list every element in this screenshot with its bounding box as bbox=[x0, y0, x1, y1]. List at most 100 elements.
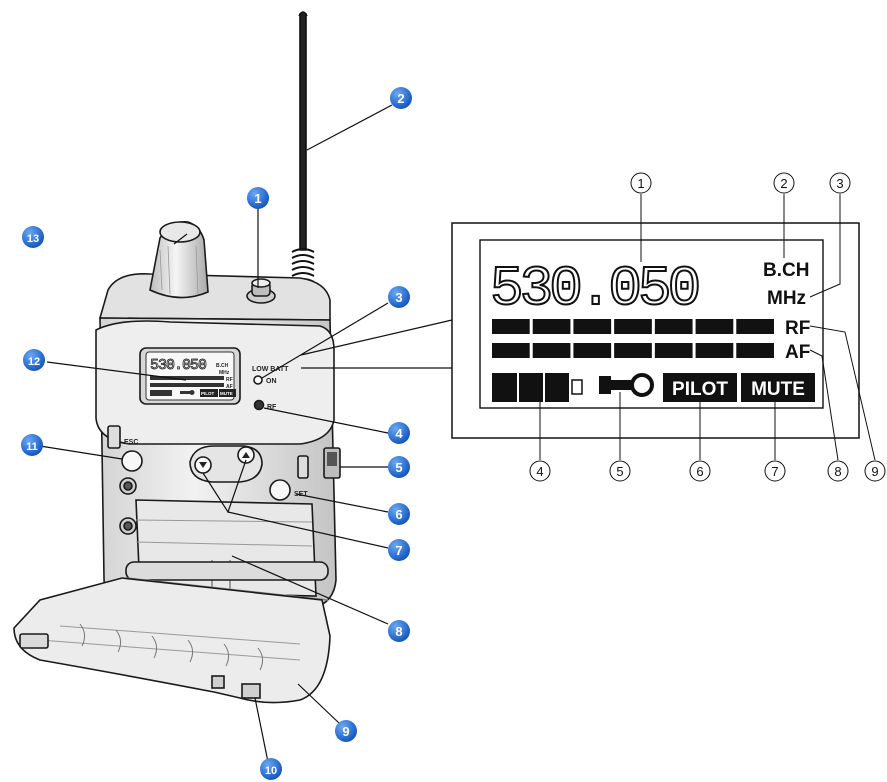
headphone-jacks bbox=[119, 477, 137, 535]
svg-text:8: 8 bbox=[834, 464, 841, 479]
svg-text:5: 5 bbox=[395, 460, 402, 475]
cover-latch[interactable] bbox=[241, 683, 261, 699]
device-display-bch: B.CH bbox=[216, 363, 229, 369]
hinge bbox=[125, 561, 329, 581]
rf-bar-segment bbox=[573, 319, 612, 334]
on-label: ON bbox=[266, 378, 277, 385]
set-button-recess bbox=[297, 455, 309, 479]
callout-10: 10 bbox=[260, 758, 282, 780]
af-bar-segment bbox=[614, 343, 652, 358]
device-display-mute: MUTE bbox=[220, 391, 233, 396]
antenna-coil bbox=[291, 248, 315, 289]
esc-button[interactable] bbox=[121, 450, 143, 472]
af-bar-segment bbox=[654, 343, 693, 358]
callout-5: 5 bbox=[388, 456, 410, 478]
svg-text:1: 1 bbox=[637, 176, 644, 191]
zoom-callout-2: 2 bbox=[773, 172, 795, 194]
svg-text:9: 9 bbox=[342, 724, 349, 739]
callout-4: 4 bbox=[388, 422, 410, 444]
svg-text:6: 6 bbox=[395, 507, 402, 522]
zoom-callout-7: 7 bbox=[764, 460, 786, 482]
svg-text:9: 9 bbox=[871, 464, 878, 479]
callout-8: 8 bbox=[388, 620, 410, 642]
svg-text:12: 12 bbox=[28, 356, 40, 368]
zoom-callout-8: 8 bbox=[827, 460, 849, 482]
svg-text:4: 4 bbox=[536, 464, 543, 479]
svg-text:6: 6 bbox=[696, 464, 703, 479]
svg-text:7: 7 bbox=[395, 543, 402, 558]
svg-text:13: 13 bbox=[27, 233, 39, 245]
zoom-mute: MUTE bbox=[751, 379, 805, 400]
low-batt-label: LOW BATT bbox=[252, 366, 289, 373]
device-display-af: AF bbox=[226, 384, 233, 390]
svg-text:10: 10 bbox=[265, 765, 277, 777]
zoom-frequency: 530.050 bbox=[490, 257, 699, 321]
zoom-mhz: MHz bbox=[767, 288, 806, 309]
zoom-callout-1: 1 bbox=[630, 172, 652, 194]
zoom-display-panel: 530.050 B.CH MHz RF AF PILOT MUTE bbox=[451, 222, 860, 439]
rf-bar-segment bbox=[614, 319, 652, 334]
rf-led bbox=[253, 399, 265, 411]
zoom-callout-9: 9 bbox=[864, 460, 886, 482]
low-batt-led bbox=[253, 375, 263, 385]
zoom-callout-5: 5 bbox=[609, 460, 631, 482]
svg-text:4: 4 bbox=[395, 426, 403, 441]
af-bar-segment bbox=[492, 343, 530, 358]
esc-label: ESC bbox=[124, 439, 138, 446]
callout-11: 11 bbox=[21, 434, 43, 456]
battery-cover[interactable] bbox=[13, 577, 331, 704]
device-display-frequency: 530.050 bbox=[150, 357, 207, 374]
zoom-callout-4: 4 bbox=[529, 460, 551, 482]
zoom-pilot: PILOT bbox=[672, 379, 728, 400]
svg-text:8: 8 bbox=[395, 624, 402, 639]
receiver-device: 530.050 B.CH MHz RF AF PILOT MUTE LOW BA… bbox=[13, 11, 341, 704]
callout-2: 2 bbox=[390, 87, 412, 109]
af-bar-segment bbox=[736, 343, 774, 358]
zoom-key-icon bbox=[599, 373, 654, 397]
callout-9: 9 bbox=[335, 720, 357, 742]
zoom-battery-icon bbox=[492, 373, 583, 402]
device-callouts: 1 2 3 4 5 6 7 8 9 10 11 12 13 bbox=[21, 87, 412, 780]
esc-button-recess bbox=[107, 425, 121, 449]
zoom-callout-6: 6 bbox=[689, 460, 711, 482]
rf-bar-segment bbox=[736, 319, 774, 334]
zoom-callouts: 1 2 3 4 5 6 7 8 9 bbox=[529, 172, 886, 482]
callout-13: 13 bbox=[22, 226, 44, 248]
svg-text:5: 5 bbox=[616, 464, 623, 479]
up-down-rocker[interactable] bbox=[189, 445, 263, 483]
antenna bbox=[299, 13, 307, 251]
callout-1: 1 bbox=[247, 187, 269, 209]
zoom-af-bar bbox=[492, 343, 774, 358]
svg-text:1: 1 bbox=[254, 191, 261, 206]
rf-bar-segment bbox=[695, 319, 734, 334]
device-leader-lines bbox=[39, 104, 453, 763]
rf-bar-segment bbox=[532, 319, 571, 334]
top-housing bbox=[98, 273, 331, 321]
set-button[interactable] bbox=[269, 479, 291, 501]
rf-bar-segment bbox=[654, 319, 693, 334]
antenna-tip bbox=[298, 11, 308, 17]
zoom-leader-lines bbox=[539, 194, 876, 461]
volume-knob[interactable] bbox=[149, 221, 209, 299]
callout-7: 7 bbox=[388, 539, 410, 561]
zoom-rf-bar bbox=[492, 319, 774, 334]
zoom-callout-3: 3 bbox=[829, 172, 851, 194]
callout-12: 12 bbox=[23, 349, 45, 371]
svg-text:2: 2 bbox=[397, 91, 404, 106]
svg-text:3: 3 bbox=[836, 176, 843, 191]
rf-bar-segment bbox=[492, 319, 530, 334]
svg-text:3: 3 bbox=[395, 290, 402, 305]
callout-6: 6 bbox=[388, 503, 410, 525]
svg-text:2: 2 bbox=[780, 176, 787, 191]
zoom-rf: RF bbox=[785, 318, 810, 339]
af-bar-segment bbox=[532, 343, 571, 358]
device-display-pilot: PILOT bbox=[201, 391, 215, 396]
svg-text:11: 11 bbox=[26, 441, 38, 453]
channel-knob[interactable] bbox=[246, 278, 276, 304]
zoom-af: AF bbox=[785, 342, 810, 363]
af-bar-segment bbox=[695, 343, 734, 358]
zoom-bch: B.CH bbox=[763, 260, 809, 281]
device-display-bars bbox=[150, 376, 224, 396]
zoom-mute-box bbox=[741, 373, 815, 402]
